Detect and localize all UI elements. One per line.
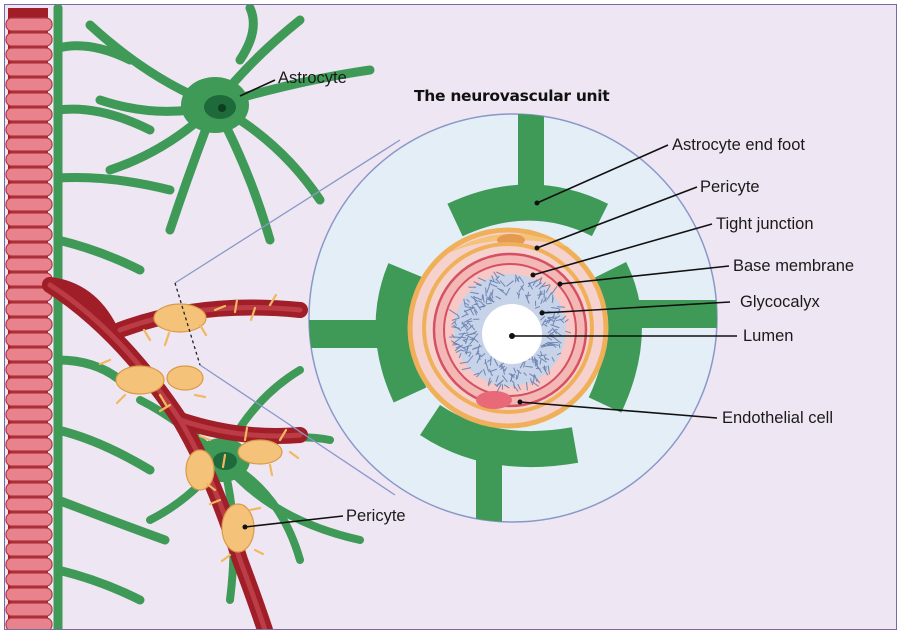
vessel-ring xyxy=(6,603,52,616)
label-astrocyte-end-foot: Astrocyte end foot xyxy=(672,137,805,154)
vessel-ring xyxy=(6,63,52,76)
label-pericyte-vessel: Pericyte xyxy=(346,508,406,525)
label-lumen: Lumen xyxy=(743,328,793,345)
glycocalyx-fibre xyxy=(462,351,467,352)
label-tight-junction: Tight junction xyxy=(716,216,814,233)
vessel-ring xyxy=(6,528,52,541)
glycocalyx-fibre xyxy=(487,303,492,304)
vessel-ring xyxy=(6,93,52,106)
main-blood-vessel xyxy=(6,8,52,633)
vessel-ring xyxy=(6,453,52,466)
label-endothelial-cell: Endothelial cell xyxy=(722,410,833,427)
vessel-ring xyxy=(6,438,52,451)
vessel-ring xyxy=(6,228,52,241)
glycocalyx-fibre xyxy=(557,307,565,308)
vessel-ring xyxy=(6,18,52,31)
vessel-ring xyxy=(6,543,52,556)
vessel-ring xyxy=(6,108,52,121)
vessel-ring xyxy=(6,213,52,226)
vessel-ring xyxy=(6,138,52,151)
vessel-ring xyxy=(6,468,52,481)
vessel-ring xyxy=(6,558,52,571)
label-astrocyte: Astrocyte xyxy=(278,70,347,87)
astrocyte-soma-upper xyxy=(181,77,249,133)
vessel-ring xyxy=(6,153,52,166)
glycocalyx-fibre xyxy=(485,359,486,364)
vessel-ring xyxy=(6,183,52,196)
vessel-ring xyxy=(6,513,52,526)
vessel-ring xyxy=(6,408,52,421)
vessel-ring xyxy=(6,303,52,316)
glycocalyx-fibre xyxy=(536,368,540,369)
vessel-ring xyxy=(6,123,52,136)
glycocalyx-fibre xyxy=(465,352,471,353)
glycocalyx-fibre xyxy=(516,375,517,380)
vessel-ring xyxy=(6,588,52,601)
vessel-ring xyxy=(6,258,52,271)
glycocalyx-fibre xyxy=(534,374,535,382)
diagram-title: The neurovascular unit xyxy=(414,87,609,105)
label-glycocalyx: Glycocalyx xyxy=(740,294,820,311)
vessel-ring xyxy=(6,573,52,586)
vessel-ring xyxy=(6,318,52,331)
vessel-ring xyxy=(6,498,52,511)
glycocalyx-fibre xyxy=(486,288,487,297)
label-base-membrane: Base membrane xyxy=(733,258,854,275)
vessel-ring xyxy=(6,243,52,256)
vessel-ring xyxy=(6,378,52,391)
vessel-ring xyxy=(6,48,52,61)
vessel-ring xyxy=(6,483,52,496)
vessel-ring xyxy=(6,618,52,631)
vessel-ring xyxy=(6,333,52,346)
vessel-ring xyxy=(6,423,52,436)
vessel-ring xyxy=(6,198,52,211)
vessel-ring xyxy=(6,33,52,46)
vessel-ring xyxy=(6,168,52,181)
glycocalyx-fibre xyxy=(452,344,459,345)
vessel-ring xyxy=(6,348,52,361)
label-pericyte-inset: Pericyte xyxy=(700,179,760,196)
vessel-ring xyxy=(6,363,52,376)
vessel-ring xyxy=(6,393,52,406)
vessel-ring xyxy=(6,78,52,91)
